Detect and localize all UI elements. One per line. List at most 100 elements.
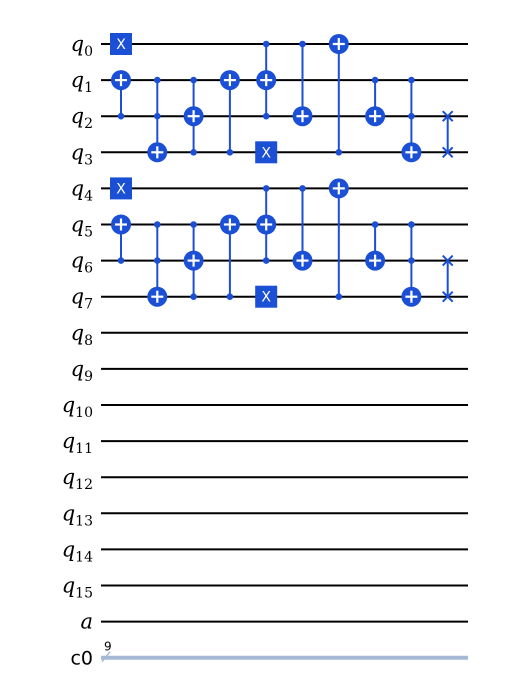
control-dot: [408, 112, 415, 120]
control-dot: [117, 112, 125, 120]
qubit-label: q1: [71, 68, 93, 96]
cx-gate: [183, 221, 204, 301]
control-dot: [154, 76, 161, 84]
cx-gate: [401, 76, 422, 163]
cx-gate: [256, 40, 277, 120]
qubit-label: q7: [71, 285, 93, 313]
x-gate-label: X: [261, 145, 271, 161]
control-dot: [117, 257, 125, 264]
control-dot: [262, 257, 270, 264]
target-oplus: [183, 250, 204, 271]
qubit-label: q10: [62, 393, 93, 421]
swap-gate: [441, 254, 454, 303]
qubit-label: q4: [71, 176, 93, 204]
swap-cross: [441, 290, 454, 303]
cx-gate: [111, 214, 131, 264]
target-oplus: [183, 106, 204, 127]
control-dot: [299, 40, 306, 48]
cx-gate: [111, 70, 131, 120]
cx-gate: [183, 76, 204, 156]
control-dot: [154, 257, 161, 264]
x-gate: X: [110, 33, 132, 55]
cx-gate: [292, 185, 313, 271]
x-gate-label: X: [116, 181, 126, 197]
target-oplus: [111, 70, 131, 91]
target-oplus: [365, 250, 386, 271]
control-dot: [190, 293, 197, 301]
target-oplus: [292, 106, 313, 127]
control-dot: [335, 149, 343, 156]
target-oplus: [219, 214, 240, 235]
cx-gate: [365, 76, 386, 127]
qubit-label: q6: [71, 249, 93, 277]
control-dot: [154, 112, 161, 120]
labels-layer: q0q1q2q3q4q5q6q7q8q9q10q11q12q13q14q15ac…: [62, 32, 112, 670]
control-dot: [408, 221, 415, 228]
control-dot: [190, 221, 197, 228]
swap-cross: [441, 254, 454, 267]
target-oplus: [401, 286, 422, 307]
qubit-label: q9: [71, 357, 93, 385]
cx-gate: [147, 221, 168, 307]
classical-bundle-slash: [101, 651, 111, 663]
target-oplus: [401, 142, 422, 163]
x-gate: X: [110, 177, 132, 200]
swap-gate: [441, 110, 454, 159]
control-dot: [262, 40, 270, 48]
cx-gate: [219, 70, 240, 156]
cx-gate: [292, 40, 313, 127]
gates-layer: X X X X: [110, 33, 454, 308]
control-dot: [262, 185, 270, 192]
qubit-label: q0: [71, 32, 93, 60]
control-dot: [299, 185, 306, 192]
control-dot: [371, 221, 379, 228]
control-dot: [408, 76, 415, 84]
qubit-label: q5: [71, 213, 93, 241]
cx-gate: [147, 76, 168, 163]
x-gate-box: [110, 33, 132, 55]
target-oplus: [219, 70, 240, 91]
qubit-label: q14: [62, 537, 93, 565]
wires-layer: [101, 43, 468, 663]
x-gate-box: [255, 285, 278, 308]
qubit-label: q15: [62, 574, 93, 602]
cx-gate: [256, 185, 277, 264]
qubit-label: q8: [71, 321, 93, 349]
control-dot: [190, 76, 197, 84]
x-gate: X: [255, 285, 278, 308]
classical-register-size: 9: [104, 640, 112, 654]
cx-gate: [401, 221, 422, 307]
cx-gate: [219, 214, 240, 301]
target-oplus: [256, 70, 277, 91]
control-dot: [408, 257, 415, 264]
target-oplus: [111, 214, 131, 235]
target-oplus: [147, 142, 168, 163]
cx-gate: [365, 221, 386, 271]
x-gate-box: [110, 177, 132, 200]
qubit-label: q12: [62, 465, 93, 493]
cx-gate: [328, 34, 349, 156]
control-dot: [154, 221, 161, 228]
qubit-label: q13: [62, 501, 93, 529]
x-gate-label: X: [261, 290, 271, 306]
target-oplus: [147, 286, 168, 307]
classical-register-label: c0: [70, 648, 93, 670]
target-oplus: [328, 178, 349, 199]
control-dot: [190, 149, 197, 156]
x-gate: X: [255, 141, 278, 164]
cx-gate: [328, 178, 349, 301]
control-dot: [226, 293, 234, 301]
swap-cross: [441, 146, 454, 159]
control-dot: [335, 293, 343, 301]
target-oplus: [365, 106, 386, 127]
qubit-label: q3: [71, 140, 93, 168]
control-dot: [371, 76, 379, 84]
qubit-label: q2: [71, 104, 93, 132]
x-gate-box: [255, 141, 278, 164]
swap-cross: [441, 110, 454, 122]
x-gate-label: X: [116, 37, 126, 53]
target-oplus: [328, 34, 349, 54]
target-oplus: [256, 214, 277, 235]
qubit-label: a: [80, 610, 93, 634]
